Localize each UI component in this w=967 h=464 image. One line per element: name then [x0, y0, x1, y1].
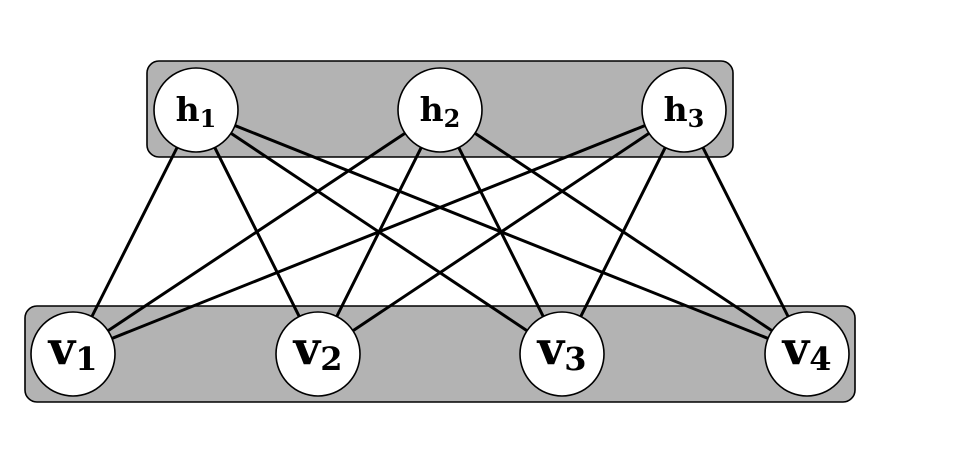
- visible-node-v4: v4: [764, 311, 850, 397]
- visible-node-label: v1: [48, 321, 98, 378]
- hidden-node-label: h2: [420, 90, 461, 133]
- hidden-node-h3: h3: [641, 67, 727, 153]
- visible-node-circle: [275, 311, 361, 397]
- edge-h2-v1: [106, 131, 407, 333]
- visible-node-circle: [764, 311, 850, 397]
- edge-h1-v1: [90, 146, 179, 318]
- visible-layer-box: [24, 305, 856, 403]
- visible-node-v2: v2: [275, 311, 361, 397]
- visible-node-v3: v3: [519, 311, 605, 397]
- hidden-node-circle: [397, 67, 483, 153]
- visible-node-circle: [519, 311, 605, 397]
- hidden-node-circle: [641, 67, 727, 153]
- hidden-node-circle: [153, 67, 239, 153]
- hidden-node-label: h1: [176, 90, 217, 133]
- visible-node-v1: v1: [30, 311, 116, 397]
- edge-h3-v4: [701, 146, 790, 318]
- edge-h3-v3: [579, 146, 667, 318]
- visible-node-label: v4: [782, 321, 832, 378]
- hidden-node-label: h3: [664, 90, 705, 133]
- hidden-node-h2: h2: [397, 67, 483, 153]
- visible-node-label: v3: [537, 321, 587, 378]
- edge-h3-v1: [110, 124, 647, 340]
- edges: [90, 124, 790, 340]
- hidden-node-h1: h1: [153, 67, 239, 153]
- visible-node-label: v2: [293, 321, 343, 378]
- edge-h3-v2: [351, 131, 651, 333]
- visible-node-circle: [30, 311, 116, 397]
